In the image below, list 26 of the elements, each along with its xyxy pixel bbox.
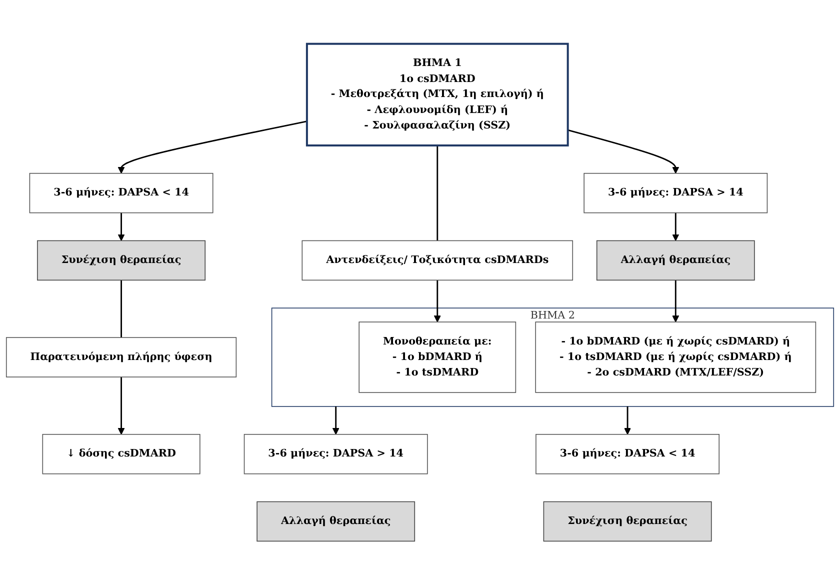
arrow [118, 376, 125, 435]
node-box [536, 434, 720, 474]
arrow [672, 212, 680, 241]
arrow [672, 280, 680, 322]
node-box [596, 240, 755, 281]
connector [120, 280, 122, 338]
node-box [535, 322, 816, 393]
cluster [271, 308, 834, 407]
node-box [306, 42, 569, 146]
node-box [37, 240, 206, 281]
node-box [42, 434, 200, 474]
node-box [302, 240, 574, 281]
node-box [358, 322, 516, 393]
node-box [29, 172, 214, 214]
arrow [624, 406, 632, 435]
arrow [118, 120, 308, 174]
node-box [584, 172, 768, 214]
arrow [434, 280, 441, 322]
arrow [332, 406, 340, 435]
arrow [118, 212, 125, 241]
node-box [543, 501, 712, 542]
arrow [568, 129, 680, 174]
node-box [6, 337, 237, 378]
connector [436, 145, 438, 241]
node-box [244, 434, 428, 474]
node-box [256, 501, 416, 542]
